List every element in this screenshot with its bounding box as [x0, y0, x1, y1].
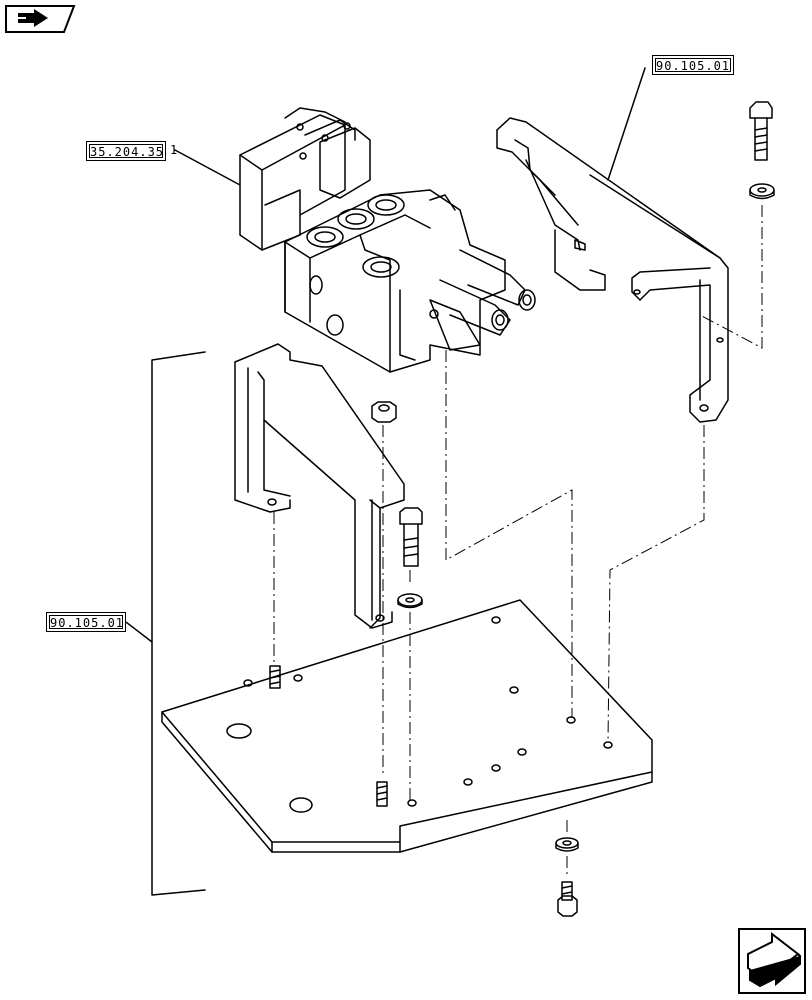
- group-bracket-left: [151, 351, 206, 896]
- callout-valve-ref[interactable]: 35.204.35: [86, 141, 166, 161]
- bolt-top-right: [749, 101, 775, 200]
- hydraulic-valve: [239, 107, 536, 373]
- callout-bracket-top-ref[interactable]: 90.105.01: [652, 55, 734, 75]
- next-page-arrow-icon: [738, 928, 806, 994]
- stud-bottom: [376, 781, 388, 807]
- top-nav-tab[interactable]: [4, 4, 76, 34]
- bolt-center: [397, 507, 423, 609]
- callout-valve-item-number: 1: [170, 143, 178, 157]
- section-nav-icon: [5, 5, 76, 33]
- right-bracket: [496, 117, 729, 423]
- left-bracket: [234, 343, 405, 629]
- callout-bracket-left-ref-label: 90.105.01: [49, 615, 125, 630]
- stud-left: [269, 665, 281, 689]
- nut-top: [371, 401, 397, 423]
- leader-bracket-top: [607, 67, 646, 181]
- callout-bracket-top-ref-label: 90.105.01: [655, 58, 731, 73]
- callout-bracket-left-ref[interactable]: 90.105.01: [46, 612, 126, 632]
- callout-valve-ref-label: 35.204.35: [89, 144, 165, 159]
- center-lines: [273, 205, 763, 878]
- next-page-button[interactable]: [738, 928, 806, 994]
- leader-valve: [174, 149, 241, 186]
- leader-bracket-left: [126, 621, 153, 643]
- bolt-bottom: [555, 837, 579, 917]
- base-plate: [161, 599, 653, 853]
